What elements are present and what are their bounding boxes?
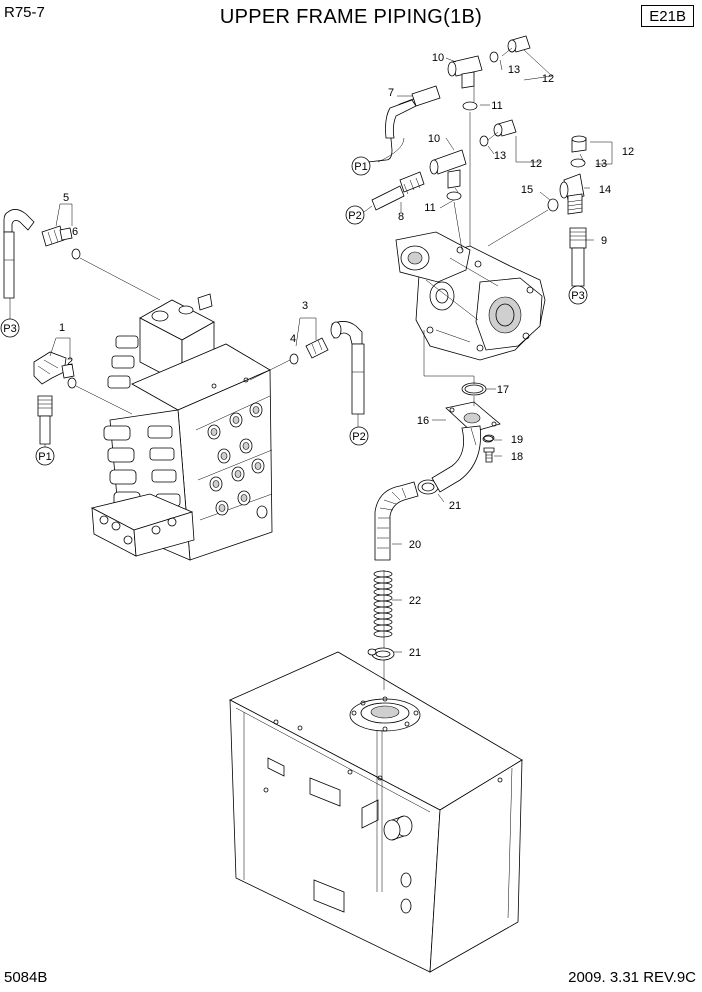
part-label-8: 8 [398, 211, 404, 223]
part-label-12-right: 12 [622, 146, 634, 158]
part-label-1: 1 [59, 322, 65, 334]
part-label-12-upper: 12 [542, 73, 554, 85]
part-label-11-lower: 11 [424, 202, 435, 214]
fittings-upper-right [367, 35, 587, 442]
spring-coil [373, 570, 393, 638]
part-label-7: 7 [388, 87, 394, 99]
part-labels: 10 13 12 7 11 10 13 12 12 13 14 15 11 8 … [59, 52, 634, 659]
part-label-20: 20 [409, 539, 421, 551]
part-label-4: 4 [290, 333, 296, 345]
suction-hose-assembly [367, 479, 439, 690]
main-pump [395, 231, 546, 361]
suction-pipe-flange [431, 401, 501, 493]
port-tag-p3-left: P3 [3, 323, 16, 335]
port-tag-p1-upper: P1 [354, 161, 367, 173]
section-code-box: E21B [641, 5, 694, 27]
port-tag-p3-left-circle [0, 318, 20, 338]
port-tag-p1-circle [351, 156, 371, 176]
part-label-22: 22 [409, 595, 421, 607]
port-tag-p2-left-circle [349, 426, 369, 446]
port-tag-p1-left-circle [35, 446, 55, 466]
part-label-17: 17 [497, 384, 509, 396]
main-control-valve [90, 293, 273, 561]
part-label-10-upper: 10 [432, 52, 444, 64]
part-label-10-lower: 10 [428, 133, 440, 145]
part-label-18: 18 [511, 451, 523, 463]
port-tag-p3-right: P3 [571, 290, 584, 302]
page-title: UPPER FRAME PIPING(1B) [219, 6, 483, 28]
port-tag-p2-circle [345, 205, 365, 225]
port-tag-p2-left: P2 [352, 431, 365, 443]
part-label-16: 16 [417, 415, 429, 427]
part-label-11-upper: 11 [491, 100, 502, 112]
port-tags: P1 P2 P3 P3 P1 P2 [0, 156, 588, 466]
part-label-9: 9 [601, 235, 607, 247]
page-number: 5084B [4, 969, 48, 986]
part-label-3: 3 [302, 300, 308, 312]
part-label-2: 2 [67, 356, 73, 368]
fittings-left [3, 209, 365, 445]
part-label-6: 6 [72, 226, 78, 238]
part-label-21-upper: 21 [449, 500, 461, 512]
part-label-13-upper: 13 [508, 64, 520, 76]
revision-date: 2009. 3.31 REV.9C [568, 969, 696, 986]
part-label-12-mid: 12 [530, 158, 542, 170]
part-label-21-lower: 21 [409, 647, 421, 659]
part-label-14: 14 [599, 184, 611, 196]
part-label-5: 5 [63, 192, 69, 204]
part-label-15: 15 [521, 184, 533, 196]
leader-lines [9, 47, 613, 653]
port-tag-p1-left: P1 [38, 451, 51, 463]
part-label-13-right: 13 [595, 158, 607, 170]
part-label-13-mid: 13 [494, 150, 506, 162]
port-tag-p3-circle [568, 285, 588, 305]
port-tag-p2-upper: P2 [348, 210, 361, 222]
hydraulic-tank [229, 651, 523, 973]
part-label-19: 19 [511, 434, 523, 446]
model-label: R75-7 [4, 4, 45, 21]
